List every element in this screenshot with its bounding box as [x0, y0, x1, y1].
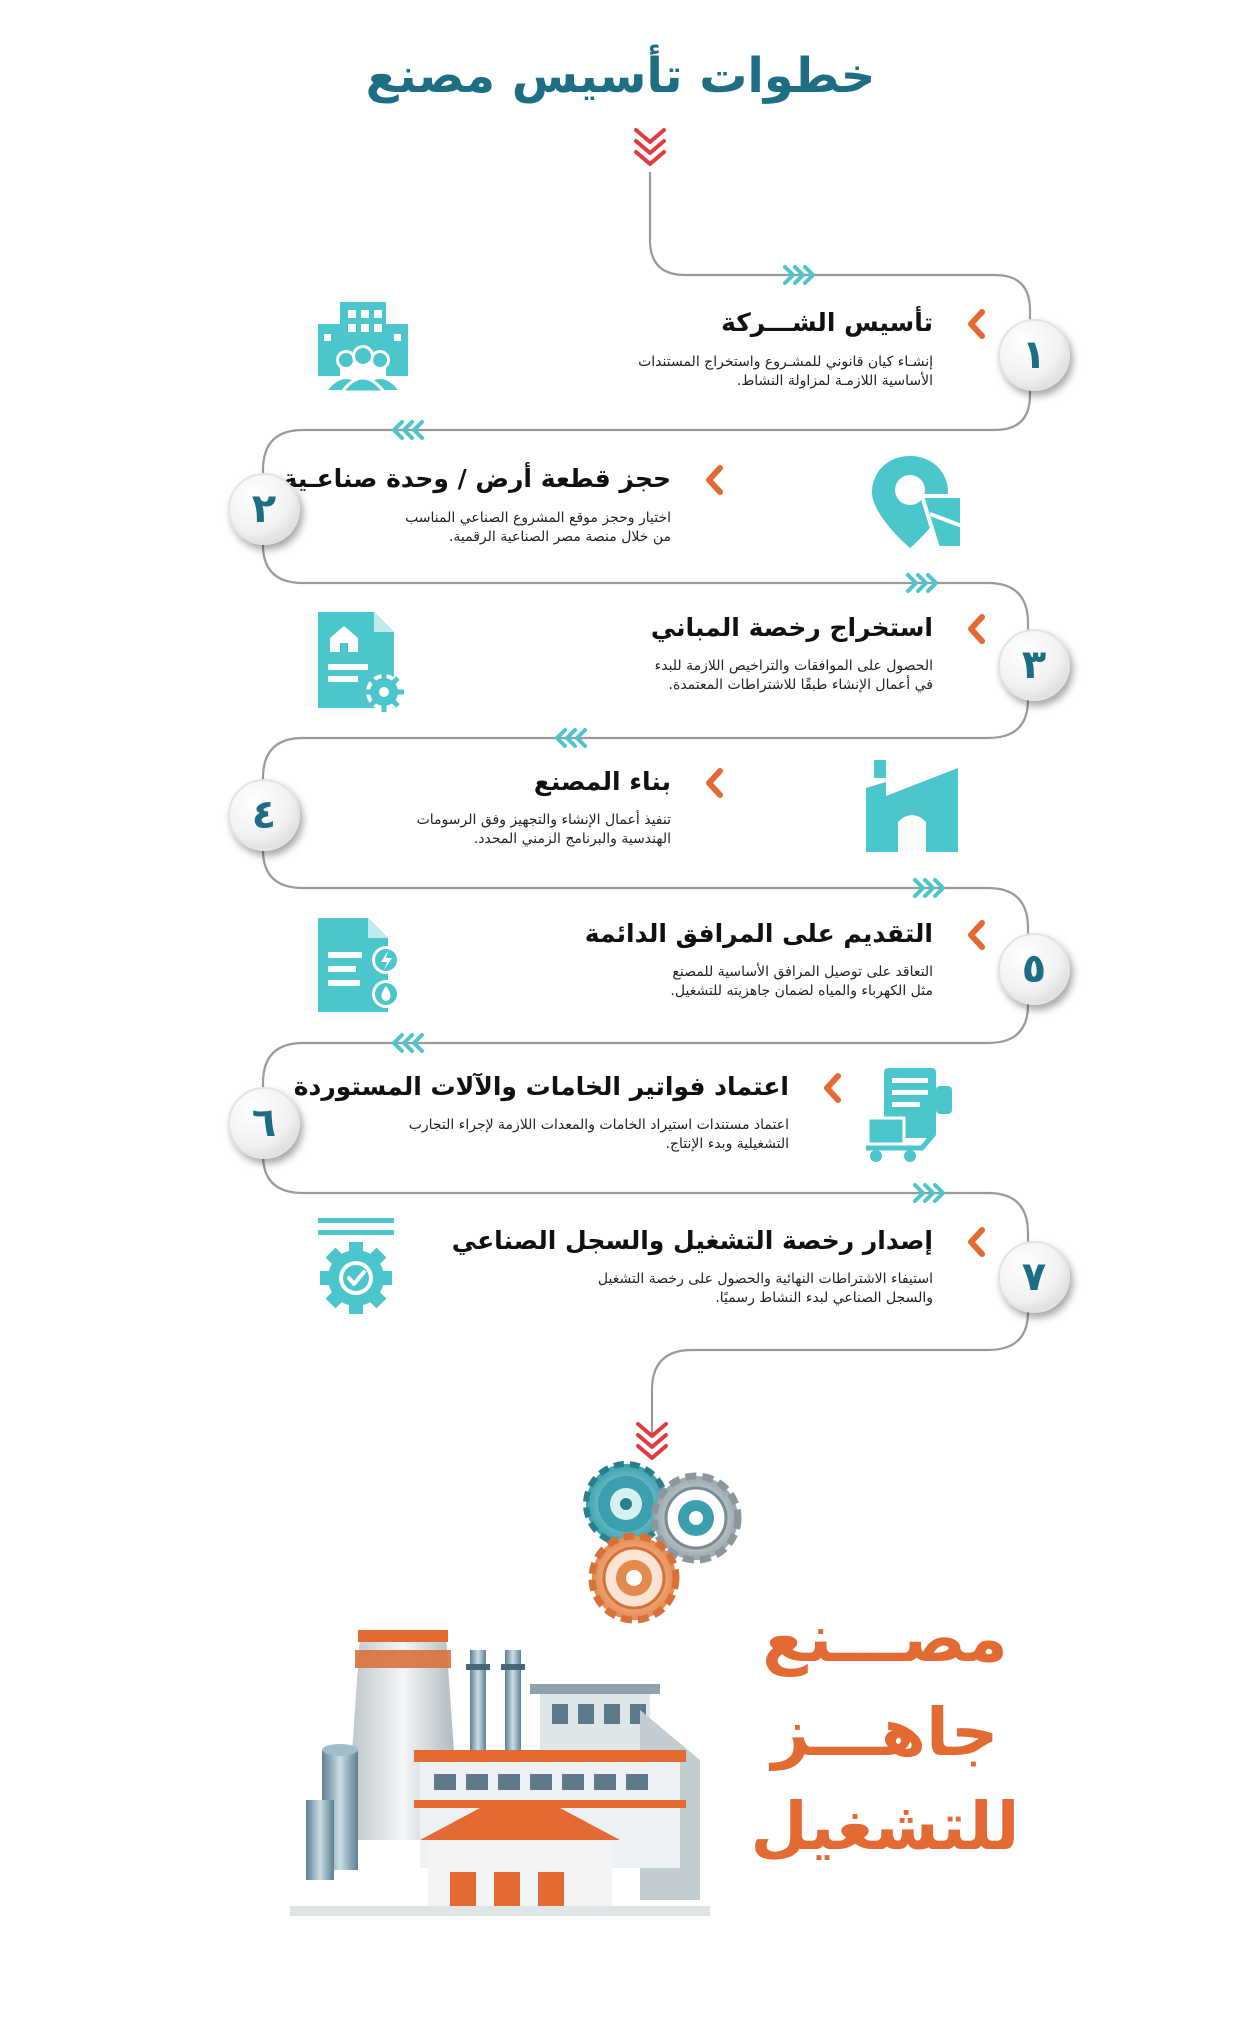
step-6-description-line: التشغيلية وبدء الإنتاج. — [665, 1136, 789, 1152]
step-2-description-line: اختيار وحجز موقع المشروع الصناعي المناسب — [405, 510, 671, 526]
step-3-number: ٣ — [1021, 642, 1047, 688]
down-arrows-bottom-icon — [636, 1422, 668, 1460]
step-2-chevron-icon — [706, 465, 723, 495]
step-3-description-line: الحصول على الموافقات والتراخيص اللازمة ل… — [654, 658, 933, 674]
step-6-title: اعتماد فواتير الخامات والآلات المستوردة — [293, 1072, 789, 1101]
step-4-title: بناء المصنع — [533, 767, 671, 796]
step-5-chevron-icon — [968, 920, 985, 950]
step-5-number-badge: ٥ — [998, 933, 1070, 1005]
step-2-description: اختيار وحجز موقع المشروع الصناعي المناسب… — [405, 509, 671, 547]
import-invoice-machine-icon — [866, 1068, 952, 1162]
step-5-number: ٥ — [1021, 946, 1047, 992]
step-3-title: استخراج رخصة المباني — [650, 613, 933, 642]
step-4-description-line: تنفيذ أعمال الإنشاء والتجهيز وفق الرسوما… — [416, 812, 671, 828]
step-4-description: تنفيذ أعمال الإنشاء والتجهيز وفق الرسوما… — [417, 811, 671, 849]
step-2-number-badge: ٢ — [228, 473, 300, 545]
company-building-people-icon — [318, 302, 408, 394]
factory-building-icon — [866, 760, 958, 852]
factory-illustration — [290, 1630, 710, 1916]
map-location-pin-icon — [872, 456, 964, 550]
step-6-description-line: اعتماد مستندات استيراد الخامات والمعدات … — [408, 1117, 789, 1133]
step-1-number-badge: ١ — [998, 319, 1070, 391]
step-7-description: استيفاء الاشتراطات النهائية والحصول على … — [598, 1270, 933, 1308]
final-line-3: للتشغيل — [750, 1788, 1020, 1865]
step-3-description-line: في أعمال الإنشاء طبقًا للاشتراطات المعتم… — [668, 677, 933, 693]
step-7-number: ٧ — [1021, 1254, 1047, 1300]
step-1-description: إنشـاء كيان قانوني للمشـروع واستخراج الم… — [638, 353, 933, 391]
step-7-number-badge: ٧ — [998, 1241, 1070, 1313]
step-5-description-line: مثل الكهرباء والمياه لضمان جاهزيته للتشغ… — [670, 983, 933, 999]
operating-license-gear-icon — [318, 1218, 394, 1314]
step-2-title: حجز قطعة أرض / وحدة صناعـية — [282, 464, 671, 493]
step-6-number-badge: ٦ — [228, 1087, 300, 1159]
step-4-number: ٤ — [251, 792, 277, 838]
step-7-description-line: والسجل الصناعي لبدء النشاط رسميًا. — [715, 1290, 933, 1306]
step-4-chevron-icon — [706, 768, 723, 798]
step-6-chevron-icon — [824, 1073, 841, 1103]
step-1-description-line: إنشـاء كيان قانوني للمشـروع واستخراج الم… — [638, 354, 933, 370]
step-1-title: تأسيس الشـــركة — [721, 308, 933, 337]
building-license-document-icon — [318, 612, 404, 712]
page-title: خطوات تأسيس مصنع — [365, 48, 876, 104]
path-direction-arrows — [392, 265, 945, 1203]
down-arrows-top-icon — [634, 128, 666, 166]
step-4-number-badge: ٤ — [228, 779, 300, 851]
step-3-number-badge: ٣ — [998, 629, 1070, 701]
step-1-description-line: الأساسية اللازمـة لمزاولة النشاط. — [736, 373, 933, 389]
step-5-title: التقديم على المرافق الدائمة — [584, 919, 933, 948]
gears-cluster-icon — [583, 1461, 742, 1624]
step-5-description: التعاقد على توصيل المرافق الأساسية للمصن… — [670, 963, 933, 1001]
step-7-description-line: استيفاء الاشتراطات النهائية والحصول على … — [597, 1271, 933, 1287]
step-3-description: الحصول على الموافقات والتراخيص اللازمة ل… — [655, 657, 933, 695]
step-6-description: اعتماد مستندات استيراد الخامات والمعدات … — [409, 1116, 789, 1154]
step-2-description-line: من خلال منصة مصر الصناعية الرقمية. — [448, 529, 671, 545]
utilities-document-icon — [318, 918, 400, 1012]
step-1-number: ١ — [1021, 332, 1047, 378]
step-3-chevron-icon — [968, 614, 985, 644]
step-5-description-line: التعاقد على توصيل المرافق الأساسية للمصن… — [672, 964, 933, 980]
step-4-description-line: الهندسية والبرنامج الزمني المحدد. — [473, 831, 671, 847]
step-6-number: ٦ — [251, 1100, 277, 1146]
step-1-chevron-icon — [968, 309, 985, 339]
final-line-2: جاهـــز — [771, 1694, 999, 1771]
step-7-title: إصدار رخصة التشغيل والسجل الصناعي — [451, 1226, 933, 1255]
step-2-number: ٢ — [251, 486, 277, 532]
final-line-1: مصـــنع — [762, 1600, 1008, 1677]
step-7-chevron-icon — [968, 1227, 985, 1257]
